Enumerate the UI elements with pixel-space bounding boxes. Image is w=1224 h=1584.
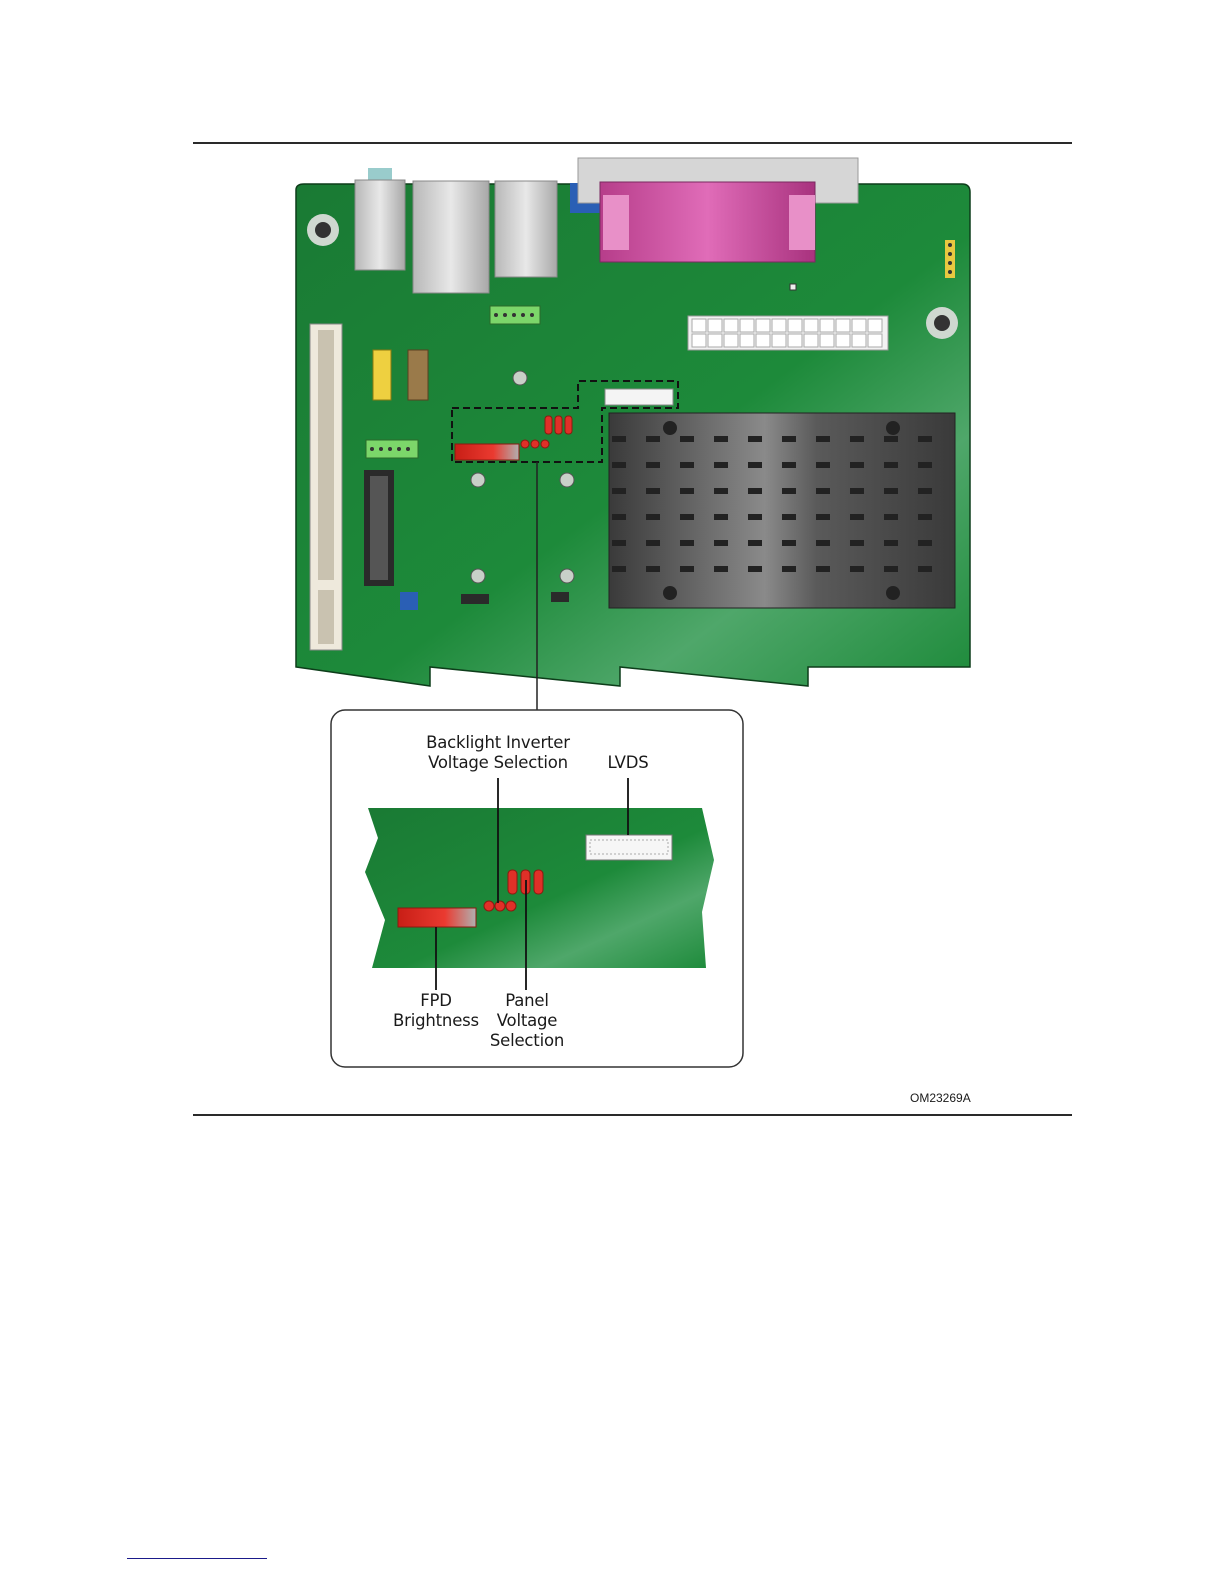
label-fpd-brightness: FPD Brightness (386, 991, 486, 1031)
audio-jack (355, 168, 405, 270)
usb-lan-stack-1 (413, 181, 489, 293)
header-green-left (366, 440, 418, 458)
standoff (513, 371, 527, 385)
mounting-hole-top-left (307, 214, 339, 246)
battery-clip (400, 592, 418, 610)
header-green-top (490, 306, 540, 324)
panel-jumper-small (545, 416, 572, 434)
header-yellow-front-panel (373, 350, 391, 400)
figure-id: OM23269A (910, 1091, 971, 1105)
power-connector (688, 316, 888, 350)
fpd-header-small (455, 444, 519, 460)
fpd-brightness-header (398, 908, 476, 927)
footnote-separator (127, 1558, 267, 1559)
label-backlight-inverter: Backlight Inverter Voltage Selection (418, 733, 578, 773)
usb-lan-stack-2 (495, 181, 557, 277)
standoff (471, 569, 485, 583)
header-yellow-small (945, 240, 955, 278)
test-point (790, 284, 796, 290)
label-panel-voltage: Panel Voltage Selection (477, 991, 577, 1051)
header-black-2 (551, 592, 569, 602)
mounting-hole-right (926, 307, 958, 339)
mini-pcie-slot (364, 470, 394, 586)
pci-slot (310, 324, 342, 650)
board-diagram (0, 0, 1224, 1120)
label-lvds: LVDS (588, 753, 668, 773)
header-brown (408, 350, 428, 400)
header-black-1 (461, 594, 489, 604)
backlight-jumper-small (521, 440, 549, 448)
backlight-inverter-jumper (484, 901, 516, 911)
standoff (560, 569, 574, 583)
standoff (471, 473, 485, 487)
standoff (560, 473, 574, 487)
lvds-connector-small (605, 389, 673, 405)
lvds-connector (586, 835, 672, 860)
bottom-rule (193, 1114, 1072, 1116)
heatsink (609, 413, 955, 608)
